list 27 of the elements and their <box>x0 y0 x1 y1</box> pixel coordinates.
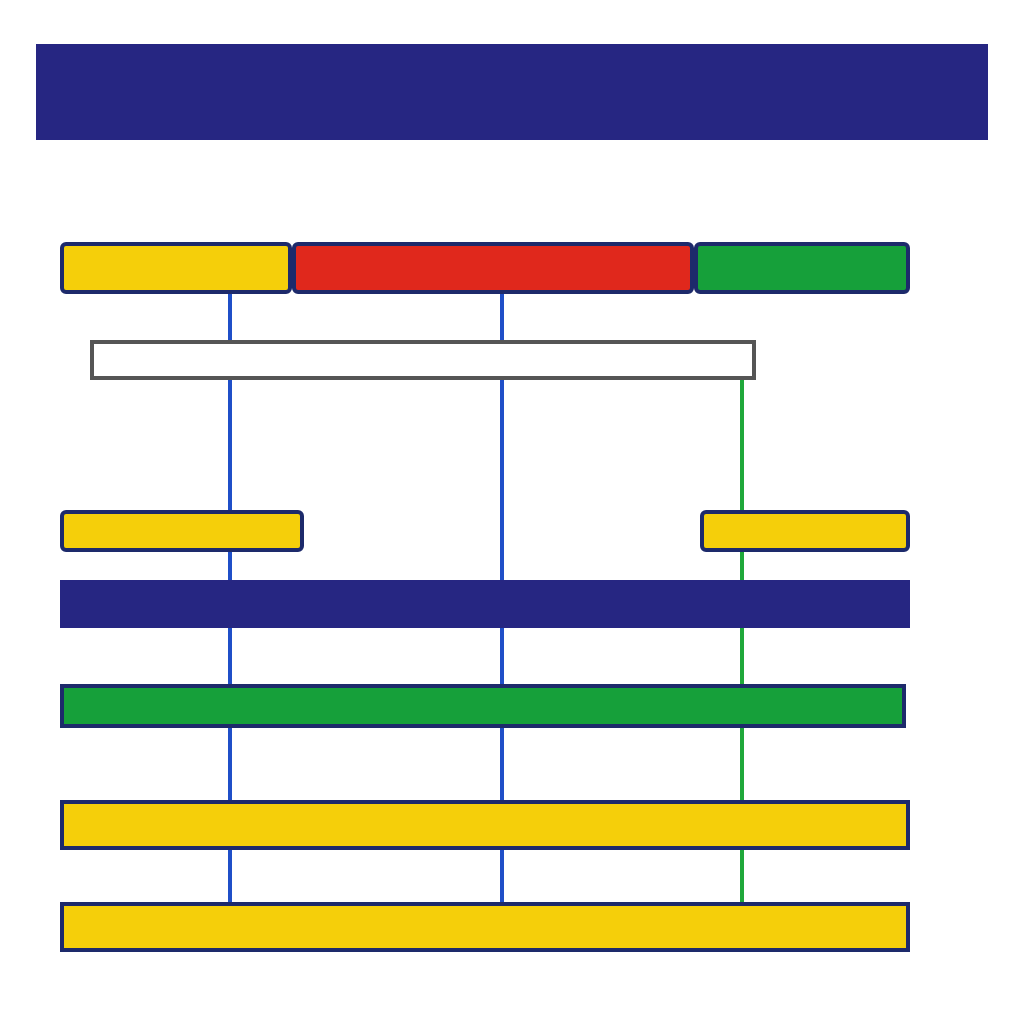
connector-line <box>740 850 744 902</box>
connector-line <box>740 552 744 580</box>
connector-line <box>228 294 232 340</box>
row-bar <box>60 800 910 850</box>
connector-line <box>228 728 232 800</box>
connector-line <box>228 850 232 902</box>
row-bar <box>60 684 906 728</box>
label-box <box>700 510 910 552</box>
header-cell <box>60 242 292 294</box>
connector-line <box>740 628 744 684</box>
connector-line <box>228 380 232 510</box>
connector-line <box>740 380 744 510</box>
connector-line <box>500 294 504 340</box>
connector-line <box>228 552 232 580</box>
connector-line <box>500 380 504 580</box>
row-bar <box>90 340 756 380</box>
label-box <box>60 510 304 552</box>
connector-line <box>228 628 232 684</box>
connector-line <box>500 728 504 800</box>
connector-line <box>500 850 504 902</box>
title-band <box>36 44 988 140</box>
connector-line <box>740 728 744 800</box>
connector-line <box>500 628 504 684</box>
header-cell <box>694 242 910 294</box>
header-cell <box>292 242 694 294</box>
row-bar <box>60 902 910 952</box>
row-bar <box>60 580 910 628</box>
